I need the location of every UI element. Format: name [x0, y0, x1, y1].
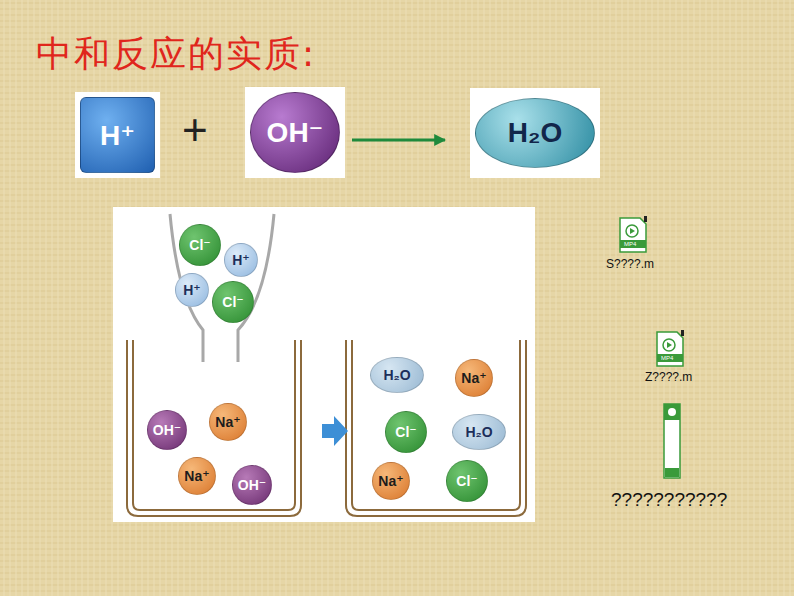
chloride-ion: Cl⁻	[446, 460, 488, 502]
ion-label: H₂O	[465, 424, 492, 440]
ion-label: Na⁺	[461, 370, 486, 386]
ion-label: H₂O	[383, 367, 410, 383]
ion-label: Cl⁻	[456, 473, 477, 489]
ion-label: Na⁺	[378, 473, 403, 489]
sodium-ion: Na⁺	[372, 462, 410, 500]
ion-label: Cl⁻	[222, 294, 243, 310]
hydrogen-ion: H⁺	[224, 243, 258, 277]
hydroxide-ion-tile: OH⁻	[250, 92, 340, 173]
heading: 中和反应的实质:	[36, 30, 316, 79]
file-type: MP4	[624, 241, 636, 247]
hydrogen-ion: H⁺	[175, 273, 209, 307]
chloride-ion: Cl⁻	[385, 411, 427, 453]
file-type: MP4	[661, 355, 673, 361]
ion-label: H₂O	[508, 117, 562, 149]
file-name: S????.m	[606, 258, 654, 270]
funnel	[170, 214, 274, 362]
tile-frame	[470, 88, 600, 178]
mp4-file-icon	[657, 330, 684, 366]
ion-label: H⁺	[232, 252, 250, 268]
video-file-icon	[664, 404, 680, 478]
ion-label: OH⁻	[238, 477, 266, 493]
water-molecule: H₂O	[370, 357, 424, 393]
hydroxide-ion: OH⁻	[147, 410, 187, 450]
ion-label: OH⁻	[267, 116, 324, 149]
ion-label: H⁺	[183, 282, 201, 298]
file-name: Z????.m	[645, 371, 692, 383]
ion-label: H⁺	[100, 119, 135, 152]
tile-frame	[245, 87, 345, 178]
tile-frame	[75, 92, 160, 178]
illustration-panel	[113, 207, 535, 522]
chloride-ion: Cl⁻	[179, 224, 221, 266]
sodium-ion: Na⁺	[209, 403, 247, 441]
plus-sign: +	[182, 108, 208, 152]
ion-label: Cl⁻	[189, 237, 210, 253]
ion-label: OH⁻	[153, 422, 181, 438]
ion-label: Cl⁻	[395, 424, 416, 440]
file-name: ???????????	[611, 490, 727, 509]
sodium-ion: Na⁺	[178, 457, 216, 495]
water-molecule: H₂O	[452, 414, 506, 450]
mp4-file-icon	[620, 216, 647, 252]
ion-label: Na⁺	[184, 468, 209, 484]
hydrogen-ion-tile: H⁺	[80, 97, 155, 173]
chloride-ion: Cl⁻	[212, 281, 254, 323]
ion-label: Na⁺	[215, 414, 240, 430]
sodium-ion: Na⁺	[455, 359, 493, 397]
water-tile: H₂O	[475, 98, 595, 168]
beaker	[127, 340, 526, 516]
hydroxide-ion: OH⁻	[232, 465, 272, 505]
process-arrow	[322, 416, 348, 446]
reaction-arrow	[352, 139, 445, 142]
